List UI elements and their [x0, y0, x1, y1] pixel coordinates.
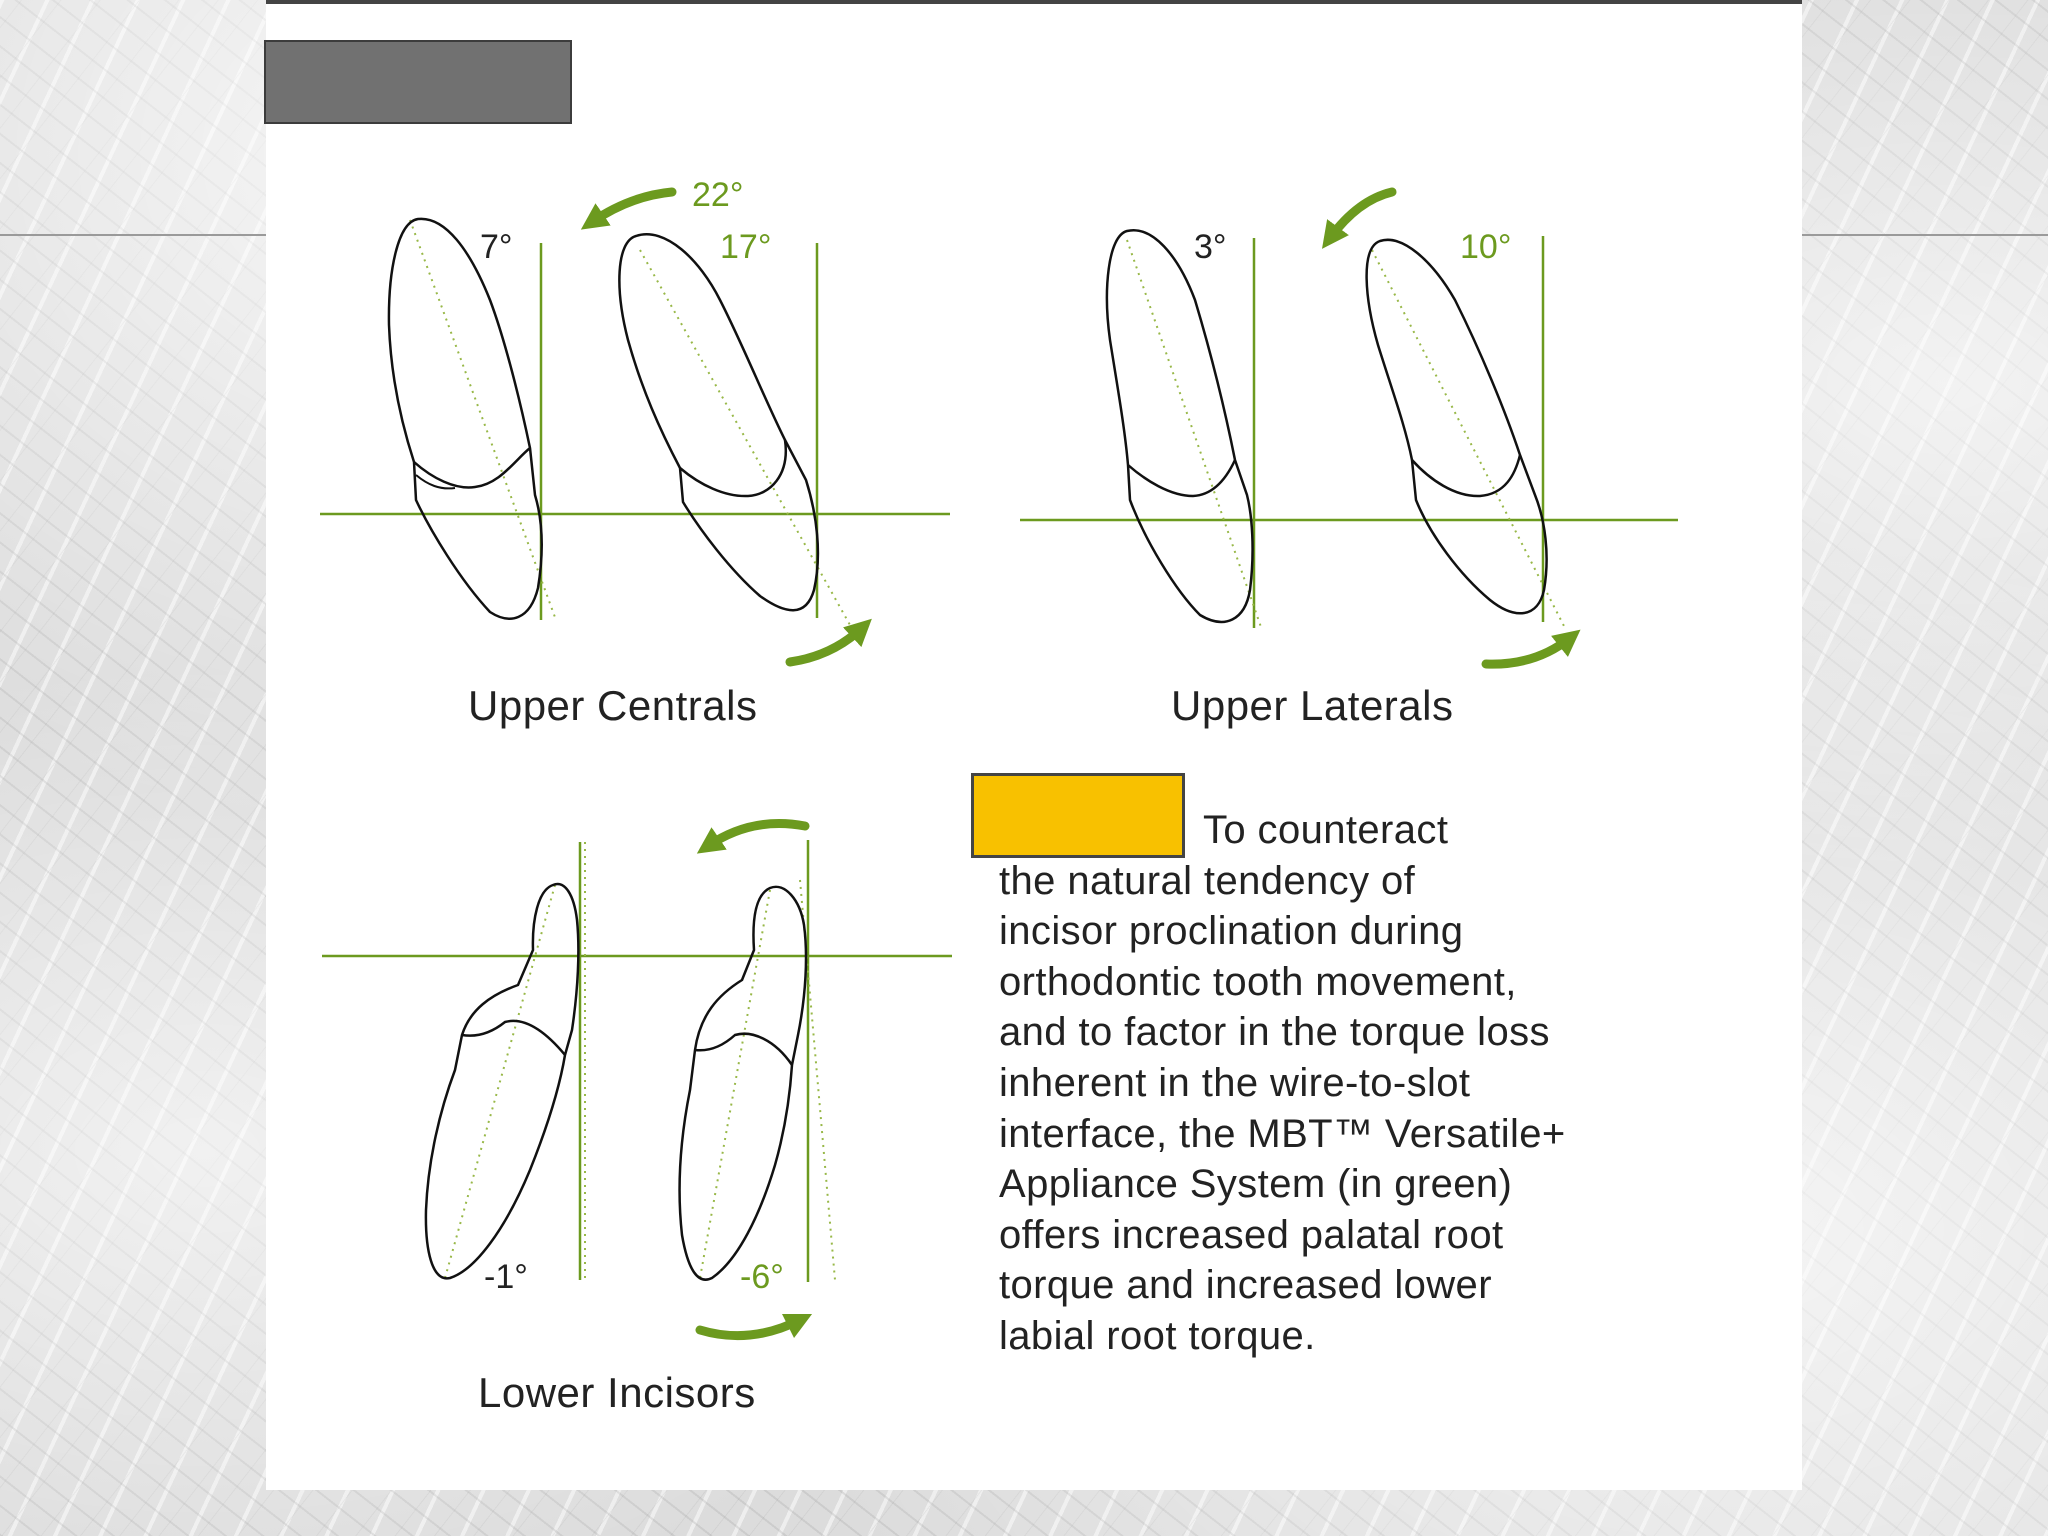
lower-incisors-standard-axis: [444, 884, 556, 1279]
upper-laterals-standard-tooth: [1105, 228, 1254, 624]
right-title-rule: [1802, 234, 2048, 236]
upper-centrals-versatile-angle: 17°: [720, 228, 771, 266]
lower-incisors-standard-angle: -1°: [484, 1258, 528, 1296]
upper-centrals-versatile-axis: [639, 249, 851, 626]
left-title-rule: [0, 234, 266, 236]
lower-incisors-versatile-cej: [694, 1032, 794, 1066]
upper-laterals-root-arrow: [1481, 629, 1581, 669]
lower-incisors-crown-arrow: [696, 819, 810, 854]
upper-laterals-standard-axis: [1126, 239, 1263, 631]
upper-centrals-versatile-tooth: [618, 233, 820, 612]
lower-incisors-caption: Lower Incisors: [478, 1369, 756, 1416]
upper-centrals-standard-angle: 7°: [480, 228, 513, 266]
description-line: the natural tendency of: [999, 858, 1416, 903]
upper-laterals-standard-cej: [1127, 459, 1237, 498]
lower-incisors-versatile-axis: [699, 889, 771, 1279]
upper-laterals-versatile-axis: [1371, 249, 1567, 631]
upper-laterals-versatile-tooth: [1365, 238, 1548, 615]
description-line: Appliance System (in green): [999, 1162, 1513, 1207]
description-line: labial root torque.: [999, 1313, 1316, 1358]
description-line: orthodontic tooth movement,: [999, 959, 1517, 1004]
description-line: torque and increased lower: [999, 1263, 1492, 1308]
upper-centrals-standard-tooth: [387, 217, 543, 620]
upper-centrals-group: 7° 17° 22°: [320, 176, 950, 667]
upper-centrals-torque-delta: 22°: [692, 176, 743, 214]
description-line: inherent in the wire-to-slot: [999, 1060, 1471, 1105]
redacted-title-box: [264, 40, 572, 124]
lower-incisors-versatile-tooth: [678, 885, 808, 1281]
content-panel: [266, 0, 1802, 1490]
lower-incisors-versatile-angle: -6°: [740, 1258, 784, 1296]
panel-top-border: [266, 0, 1802, 4]
upper-centrals-standard-cej: [413, 447, 531, 489]
description-line: offers increased palatal root: [999, 1212, 1504, 1257]
description-text: To counteract the natural tendency of in…: [999, 805, 1719, 1362]
description-line: interface, the MBT™ Versatile+: [999, 1111, 1566, 1156]
upper-laterals-group: 3° 10°: [1020, 187, 1678, 669]
description-line: To counteract: [1203, 808, 1449, 852]
upper-laterals-standard-angle: 3°: [1194, 228, 1227, 266]
upper-laterals-versatile-angle: 10°: [1460, 228, 1511, 266]
upper-centrals-crown-arrow: [580, 187, 677, 230]
description-line: and to factor in the torque loss: [999, 1010, 1550, 1055]
upper-centrals-standard-axis: [409, 219, 557, 621]
lower-incisors-root-arrow: [695, 1313, 813, 1341]
upper-centrals-standard-cej-lingual: [415, 474, 456, 490]
lower-incisors-group: -1° -6°: [322, 819, 952, 1341]
lower-incisors-standard-tooth: [424, 882, 580, 1280]
redacted-highlight-box: [971, 773, 1185, 858]
lower-incisors-standard-cej: [461, 1019, 566, 1056]
description-line: incisor proclination during: [999, 909, 1464, 954]
upper-centrals-caption: Upper Centrals: [468, 682, 758, 729]
upper-centrals-versatile-cej: [679, 439, 788, 498]
upper-centrals-root-arrow: [785, 618, 872, 667]
upper-laterals-caption: Upper Laterals: [1171, 682, 1454, 729]
upper-laterals-versatile-cej: [1411, 454, 1522, 498]
upper-laterals-crown-arrow: [1321, 187, 1397, 249]
